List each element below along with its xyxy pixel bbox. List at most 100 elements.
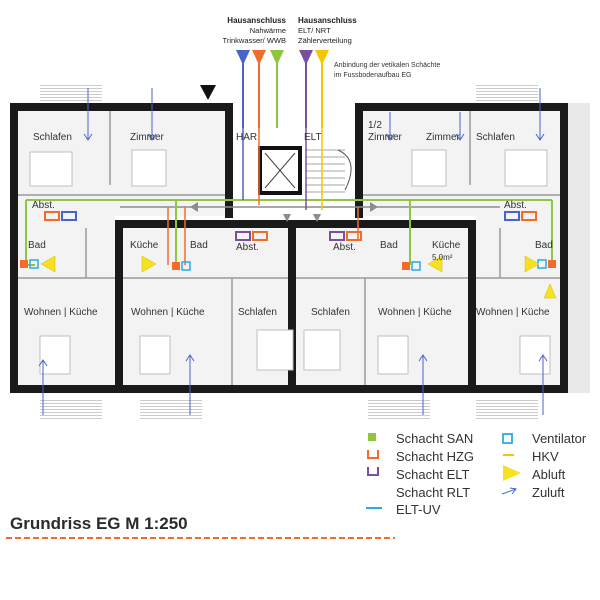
zuluft-arrows <box>38 88 548 415</box>
legend-zuluft-icon <box>501 488 517 495</box>
building-walls <box>10 103 590 393</box>
elt-shaft-icon <box>235 231 251 241</box>
bed-right <box>504 149 548 187</box>
stair-core <box>258 146 352 195</box>
room-label-bad-left: Bad <box>28 240 46 251</box>
abluft-triangle-icon <box>543 283 557 299</box>
legend-ventilator-icon <box>502 433 513 444</box>
legend: Schacht SAN Schacht HZG Schacht ELT Scha… <box>366 431 587 517</box>
san-shaft-icon <box>172 262 180 270</box>
header-left-line2: Nahwärme <box>250 26 286 35</box>
room-label-abst-mid-left: Abst. <box>236 242 259 253</box>
header-left-line3: Trinkwasser/ WWB <box>223 36 286 45</box>
bed-center-right <box>303 329 341 371</box>
arrow-triangle-icon <box>236 50 250 65</box>
furniture <box>29 149 551 375</box>
table-left <box>39 335 71 375</box>
legend-schacht-elt: Schacht ELT <box>396 467 470 482</box>
header-note-line2: im Fussbodenaufbau EG <box>334 72 411 79</box>
legend-schacht-rlt: Schacht RLT <box>396 485 470 500</box>
header-left-block: Hausanschluss Nahwärme Trinkwasser/ WWB <box>223 16 287 45</box>
ventilator-icon <box>181 261 191 271</box>
header-note: Anbindung der vetikalen Schächte im Fuss… <box>334 62 440 79</box>
hzg-shaft-icon <box>61 211 77 221</box>
hzg-shaft-icon <box>521 211 537 221</box>
abluft-triangle-icon <box>141 255 157 273</box>
elt-shaft-icon <box>329 231 345 241</box>
north-triangle-icon <box>200 85 216 100</box>
room-label-kueche-left: Küche <box>130 240 159 251</box>
ventilator-icon <box>29 259 39 269</box>
room-label-schlafen-left: Schlafen <box>33 132 72 143</box>
hzg-shaft-icon <box>504 211 520 221</box>
legend-abluft-icon <box>503 465 521 481</box>
bed-zimmer-left <box>131 149 167 187</box>
room-label-abst-left: Abst. <box>32 200 55 211</box>
room-label-schlafen-mid-right: Schlafen <box>311 307 350 318</box>
san-shaft-icon <box>402 262 410 270</box>
san-shaft-icon <box>548 260 556 268</box>
drawing-title: Grundriss EG M 1:250 <box>10 514 188 533</box>
legend-abluft: Abluft <box>532 467 566 482</box>
room-label-bad-mid-left: Bad <box>190 240 208 251</box>
legend-elt-uv: ELT-UV <box>396 502 441 517</box>
san-shaft-icon <box>20 260 28 268</box>
room-label-schlafen-mid-left: Schlafen <box>238 307 277 318</box>
header-left-line1: Hausanschluss <box>227 16 286 25</box>
room-label-abst-right: Abst. <box>504 200 527 211</box>
table-mid-right <box>377 335 409 375</box>
hzg-shaft-icon <box>252 231 268 241</box>
header-right-line3: Zählerverteilung <box>298 36 352 45</box>
header-right-block: Hausanschluss ELT/ NRT Zählerverteilung <box>298 16 357 45</box>
flow-markers <box>190 202 378 222</box>
ducts <box>25 128 553 266</box>
room-labels: Schlafen Zimmer HAR ELT 1/2 Zimmer Zimme… <box>24 120 553 318</box>
legend-zuluft: Zuluft <box>532 485 565 500</box>
room-label-zimmer-left: Zimmer <box>130 132 165 143</box>
arrow-triangle-icon <box>299 50 313 65</box>
balconies <box>40 83 538 420</box>
arrow-triangle-icon <box>270 50 284 65</box>
room-label-abst-mid-right: Abst. <box>333 242 356 253</box>
header-right-line2: ELT/ NRT <box>298 26 331 35</box>
room-label-half: 1/2 <box>368 120 382 131</box>
supply-lines <box>200 50 329 128</box>
bed-zimmer-right <box>411 149 447 187</box>
abluft-triangle-icon <box>40 255 56 273</box>
hzg-shaft-icon <box>346 231 362 241</box>
room-label-zimmer-mid: Zimmer <box>368 132 403 143</box>
room-label-har: HAR <box>236 132 257 143</box>
shaft-symbols <box>20 211 556 271</box>
room-label-wohnen-mid-left: Wohnen | Küche <box>131 307 205 318</box>
abluft-arrows <box>40 255 557 299</box>
room-label-schlafen-right: Schlafen <box>476 132 515 143</box>
bed-center-left <box>256 329 294 371</box>
legend-schacht-san: Schacht SAN <box>396 431 473 446</box>
legend-hzg-icon <box>367 450 379 459</box>
legend-ventilator: Ventilator <box>532 431 587 446</box>
ventilator-icon <box>411 261 421 271</box>
room-label-zimmer-right: Zimmer <box>426 132 461 143</box>
room-label-kueche-right: Küche <box>432 240 461 251</box>
abluft-triangle-icon <box>427 255 443 273</box>
room-label-bad-right: Bad <box>535 240 553 251</box>
header-right-line1: Hausanschluss <box>298 16 357 25</box>
arrow-triangle-icon <box>252 50 266 65</box>
legend-elt-icon <box>367 467 379 476</box>
room-label-elt: ELT <box>304 132 322 143</box>
room-label-wohnen-left: Wohnen | Küche <box>24 307 98 318</box>
room-label-bad-mid-right: Bad <box>380 240 398 251</box>
legend-san-icon <box>368 433 376 441</box>
table-mid-left <box>139 335 171 375</box>
room-label-wohnen-right: Wohnen | Küche <box>476 307 550 318</box>
legend-schacht-hzg: Schacht HZG <box>396 449 474 464</box>
room-label-wohnen-mid-right: Wohnen | Küche <box>378 307 452 318</box>
hzg-shaft-icon <box>44 211 60 221</box>
table-right <box>519 335 551 375</box>
arrow-triangle-icon <box>315 50 329 65</box>
bed-left <box>29 151 73 187</box>
interior-walls <box>18 111 560 385</box>
header-note-line1: Anbindung der vetikalen Schächte <box>334 62 440 69</box>
abluft-triangle-icon <box>524 255 540 273</box>
